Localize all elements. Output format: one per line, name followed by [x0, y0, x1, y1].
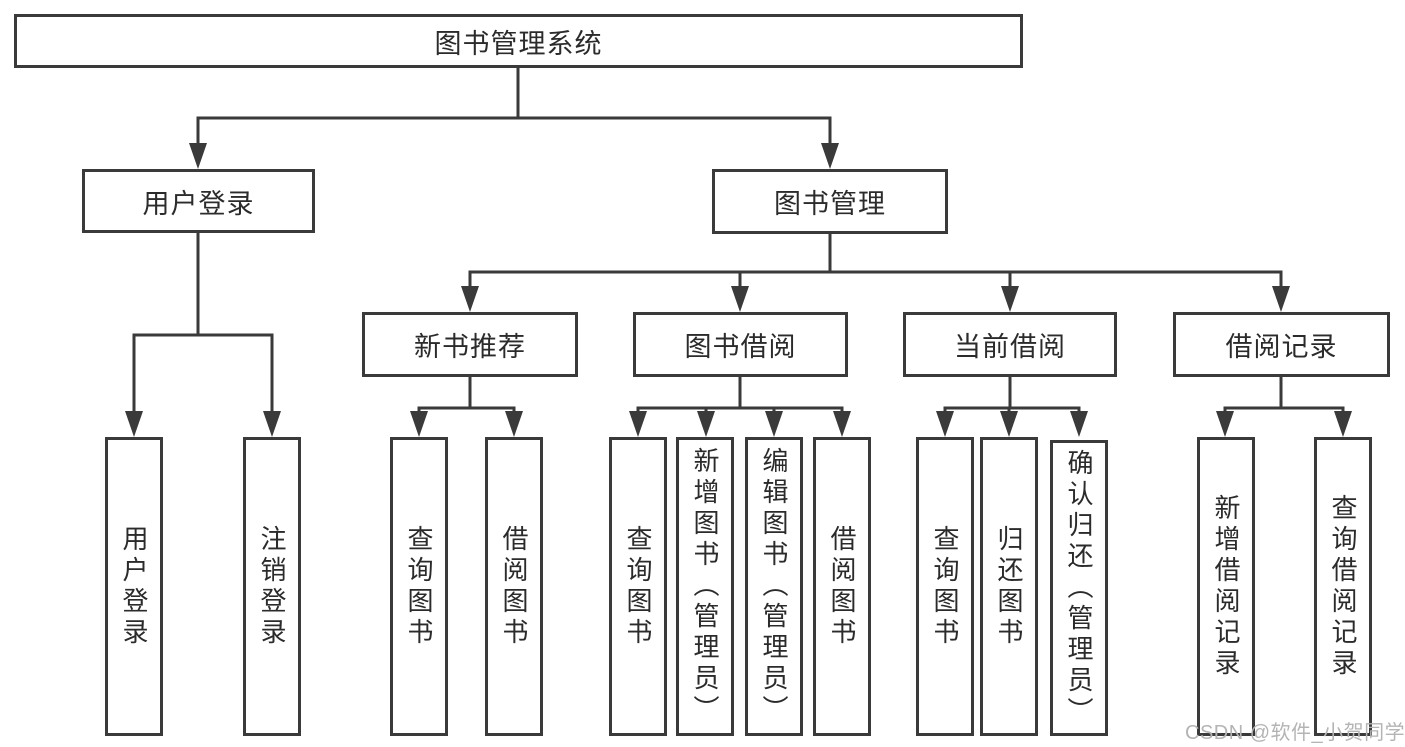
node-new-book-recommend-label: 新书推荐 — [414, 332, 526, 362]
node-book-management: 图书管理 — [712, 169, 948, 234]
arrowhead-icons — [125, 143, 1352, 437]
leaf-borrowing-edit-books-admin-label: 编辑图书（管理员） — [759, 447, 789, 726]
leaf-records-query-record-label: 查询借阅记录 — [1328, 493, 1358, 680]
leaf-current-confirm-return-admin-label: 确认归还（管理员） — [1064, 448, 1094, 728]
leaf-borrowing-add-books-admin: 新增图书（管理员） — [676, 437, 734, 736]
leaf-recommend-query-books: 查询图书 — [390, 437, 448, 736]
leaf-recommend-borrow-books-label: 借阅图书 — [499, 524, 529, 649]
leaf-recommend-query-books-label: 查询图书 — [404, 524, 434, 649]
node-user-login: 用户登录 — [82, 169, 315, 233]
node-user-login-label: 用户登录 — [142, 188, 255, 219]
leaf-records-add-record-label: 新增借阅记录 — [1211, 493, 1241, 680]
leaf-records-query-record: 查询借阅记录 — [1314, 437, 1372, 736]
leaf-current-return-books: 归还图书 — [980, 437, 1038, 736]
node-book-borrowing: 图书借阅 — [633, 312, 848, 377]
node-root: 图书管理系统 — [14, 14, 1023, 68]
leaf-logout: 注销登录 — [243, 437, 301, 736]
node-book-management-label: 图书管理 — [774, 189, 886, 219]
leaf-borrowing-borrow-books: 借阅图书 — [813, 437, 871, 736]
leaf-current-query-books-label: 查询图书 — [930, 524, 960, 649]
leaf-borrowing-add-books-admin-label: 新增图书（管理员） — [690, 447, 720, 726]
leaf-user-login-label: 用户登录 — [119, 524, 149, 649]
leaf-current-confirm-return-admin: 确认归还（管理员） — [1050, 440, 1108, 736]
leaf-logout-label: 注销登录 — [257, 524, 287, 649]
leaf-records-add-record: 新增借阅记录 — [1197, 437, 1255, 736]
node-current-borrowing-label: 当前借阅 — [954, 332, 1066, 362]
node-borrowing-records-label: 借阅记录 — [1225, 332, 1338, 362]
node-borrowing-records: 借阅记录 — [1173, 312, 1390, 377]
leaf-borrowing-query-books-label: 查询图书 — [623, 524, 653, 649]
node-new-book-recommend: 新书推荐 — [362, 312, 578, 377]
leaf-borrowing-borrow-books-label: 借阅图书 — [827, 524, 857, 649]
leaf-recommend-borrow-books: 借阅图书 — [485, 437, 543, 736]
csdn-watermark: CSDN @软件_小贺同学 — [1185, 722, 1405, 744]
leaf-borrowing-edit-books-admin: 编辑图书（管理员） — [745, 437, 803, 736]
leaf-current-query-books: 查询图书 — [916, 437, 974, 736]
node-book-borrowing-label: 图书借阅 — [684, 332, 797, 362]
leaf-current-return-books-label: 归还图书 — [994, 524, 1024, 649]
node-current-borrowing: 当前借阅 — [903, 312, 1117, 377]
leaf-user-login: 用户登录 — [105, 437, 163, 736]
node-root-label: 图书管理系统 — [434, 28, 603, 59]
leaf-borrowing-query-books: 查询图书 — [609, 437, 667, 736]
